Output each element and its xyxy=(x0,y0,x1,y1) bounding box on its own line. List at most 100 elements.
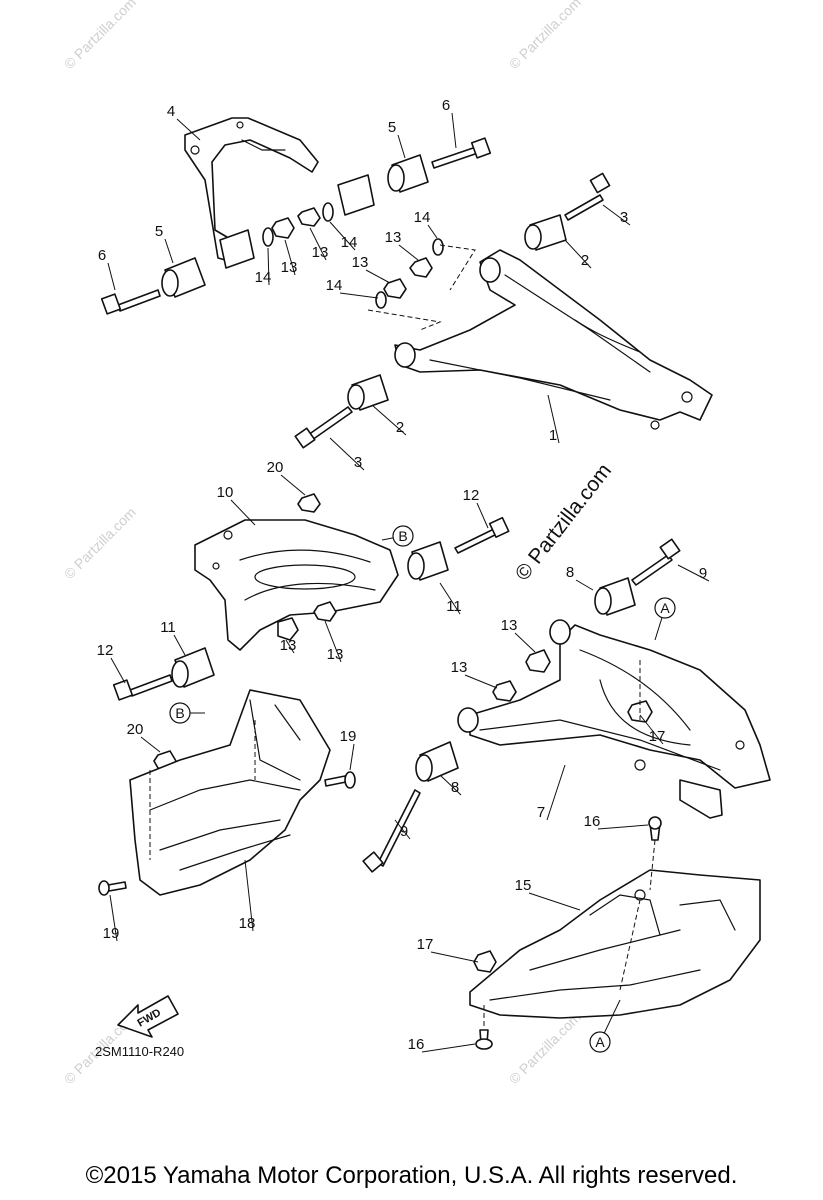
bushing-5-lower xyxy=(161,257,206,298)
part-callout-20: 20 xyxy=(267,459,284,476)
exploded-parts-diagram: © Partzilla.com © Partzilla.com © Partzi… xyxy=(61,0,771,1087)
part-callout-3: 3 xyxy=(620,209,628,226)
watermark: © Partzilla.com xyxy=(506,0,584,72)
bushing-5-upper xyxy=(387,154,429,193)
part-callout-13: 13 xyxy=(501,617,518,634)
leader-line xyxy=(514,632,536,653)
reference-marker-circle xyxy=(654,597,676,619)
bolt-3-lower xyxy=(294,406,353,449)
upper-a-arm-1 xyxy=(394,249,713,430)
bushing-11-lower xyxy=(171,647,215,688)
upper-arm-bracket-4 xyxy=(184,117,319,263)
leader-line xyxy=(564,239,592,269)
leader-line xyxy=(546,764,566,821)
part-callout-14: 14 xyxy=(341,234,358,251)
part-callout-13: 13 xyxy=(280,637,297,654)
leader-line xyxy=(349,743,355,771)
part-callout-14: 14 xyxy=(326,277,343,294)
leader-line xyxy=(451,112,457,149)
leader-line xyxy=(339,292,379,299)
leader-line xyxy=(597,824,649,830)
nuts-lower-left xyxy=(153,493,337,771)
part-callout-5: 5 xyxy=(155,223,163,240)
leader-line xyxy=(309,227,327,261)
leader-line xyxy=(164,238,174,264)
reference-marker-circle xyxy=(589,1031,611,1053)
bushing-8-lower xyxy=(415,741,459,782)
bolt-6-lower xyxy=(100,289,161,315)
guard-15 xyxy=(469,869,761,1019)
part-callout-13: 13 xyxy=(352,254,369,271)
part-callout-16: 16 xyxy=(408,1036,425,1053)
bolt-3-upper xyxy=(564,172,611,221)
leader-line xyxy=(464,674,498,689)
part-callout-2: 2 xyxy=(396,419,404,436)
leader-line xyxy=(107,262,116,291)
reference-markers: A A B B xyxy=(169,525,676,1053)
part-callout-13: 13 xyxy=(451,659,468,676)
bushing-2-upper xyxy=(524,214,567,251)
guard-18 xyxy=(129,689,331,896)
leader-line xyxy=(280,474,306,496)
leader-line xyxy=(365,269,391,284)
part-callout-13: 13 xyxy=(281,259,298,276)
part-callout-3: 3 xyxy=(354,454,362,471)
part-callout-10: 10 xyxy=(217,484,234,501)
bushing-8-upper xyxy=(594,577,636,616)
leader-line xyxy=(244,859,254,932)
part-callout-1: 1 xyxy=(549,427,557,444)
leader-line xyxy=(285,639,295,654)
leader-line xyxy=(547,394,560,444)
dashed-assembly-lines-lower xyxy=(149,660,656,1028)
reference-marker-B: B xyxy=(398,528,407,544)
bolt-12-upper xyxy=(454,516,510,554)
reference-marker-circle xyxy=(169,702,191,724)
part-callout-13: 13 xyxy=(327,646,344,663)
copyright-notice: ©2015 Yamaha Motor Corporation, U.S.A. A… xyxy=(85,1162,738,1189)
leader-line xyxy=(371,404,407,436)
reference-marker-B: B xyxy=(175,705,184,721)
leader-line xyxy=(677,564,710,582)
bolt-12-lower xyxy=(112,674,173,701)
leader-line xyxy=(110,657,126,684)
part-callout-6: 6 xyxy=(442,97,450,114)
part-callout-14: 14 xyxy=(414,209,431,226)
reference-marker-A: A xyxy=(595,1034,605,1050)
reference-marker-A: A xyxy=(660,600,670,616)
part-callout-18: 18 xyxy=(239,915,256,932)
leader-line xyxy=(394,819,411,840)
forward-direction-arrow: FWD xyxy=(117,995,179,1038)
reference-marker-circle xyxy=(392,525,414,547)
leader-line xyxy=(173,634,186,656)
leader-line xyxy=(439,582,461,615)
watermark: © Partzilla.com xyxy=(61,504,139,582)
part-callout-5: 5 xyxy=(388,119,396,136)
leader-line xyxy=(575,579,594,591)
leader-line xyxy=(284,239,296,276)
washers-14-upper xyxy=(262,202,444,309)
leader-line xyxy=(176,118,201,141)
part-callout-20: 20 xyxy=(127,721,144,738)
leader-line xyxy=(398,244,419,261)
callout-labels: 1223345566788991011111212131313131313131… xyxy=(97,97,708,1053)
bushing-11-upper xyxy=(407,541,449,581)
watermark: © Partzilla.com xyxy=(506,1009,584,1087)
bolt-6-upper xyxy=(431,137,492,169)
lower-arm-bracket-10 xyxy=(194,519,399,651)
part-callout-4: 4 xyxy=(167,103,175,120)
leader-line xyxy=(230,499,256,526)
part-callout-16: 16 xyxy=(584,813,601,830)
part-callout-9: 9 xyxy=(400,823,408,840)
part-callout-8: 8 xyxy=(451,779,459,796)
part-callout-13: 13 xyxy=(385,229,402,246)
leader-line xyxy=(602,204,631,226)
part-callout-15: 15 xyxy=(515,877,532,894)
lower-a-arm-7 xyxy=(457,619,771,819)
bushing-2-lower xyxy=(347,374,389,411)
part-callout-8: 8 xyxy=(566,564,574,581)
part-callout-7: 7 xyxy=(537,804,545,821)
leader-line xyxy=(109,894,118,942)
part-callout-11: 11 xyxy=(160,619,176,636)
part-callout-2: 2 xyxy=(581,252,589,269)
